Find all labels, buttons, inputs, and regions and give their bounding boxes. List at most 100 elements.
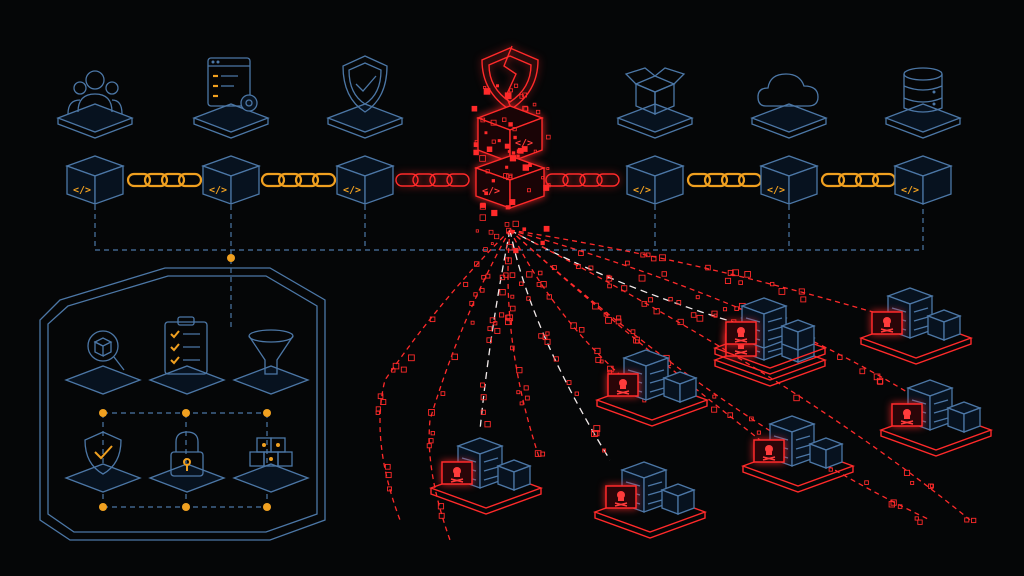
particle	[621, 285, 628, 292]
particle	[428, 409, 435, 416]
particle	[480, 202, 486, 208]
broken-shield-icon	[481, 45, 539, 111]
particle	[494, 327, 501, 334]
particle	[695, 295, 700, 300]
particle	[521, 146, 528, 152]
particle	[543, 225, 550, 232]
particle	[522, 164, 529, 171]
particle	[647, 297, 654, 303]
particle	[917, 519, 923, 525]
particle	[770, 281, 775, 287]
particle	[778, 288, 786, 295]
particle	[625, 260, 630, 266]
chain-links-red	[395, 173, 620, 187]
particle	[594, 347, 601, 355]
particle	[429, 316, 436, 323]
particle	[463, 281, 469, 287]
particle	[377, 393, 384, 400]
particle	[526, 296, 531, 301]
particle	[408, 354, 415, 362]
city-building-icon	[858, 287, 974, 365]
particle	[484, 131, 488, 135]
apartment-icon	[594, 349, 710, 427]
particle	[522, 227, 527, 232]
particle	[504, 222, 510, 227]
particle	[391, 368, 396, 373]
platform-security	[326, 103, 404, 139]
particle	[756, 430, 761, 435]
chain-links-orange-left	[126, 172, 337, 188]
skull-warning-icon	[605, 485, 637, 509]
particle	[928, 483, 934, 489]
code-glyph: </>	[482, 186, 500, 197]
particle	[859, 368, 866, 375]
particle	[640, 252, 646, 258]
particle	[533, 149, 537, 153]
particle	[505, 314, 511, 321]
particle	[650, 255, 657, 262]
particle	[616, 315, 622, 321]
particle	[538, 333, 544, 339]
particle	[722, 307, 728, 312]
particle	[506, 173, 513, 181]
particle	[607, 283, 612, 289]
particle	[490, 242, 494, 246]
connector-dot	[227, 254, 235, 262]
particle	[668, 296, 673, 302]
particle	[603, 312, 608, 317]
particle	[430, 431, 435, 436]
particle	[503, 272, 509, 278]
particle	[504, 92, 512, 100]
particle	[516, 390, 521, 395]
controls-panel	[39, 267, 326, 541]
chain-links-orange-right	[686, 172, 897, 188]
particle	[493, 321, 498, 326]
red-particles	[375, 83, 977, 525]
particle	[486, 337, 492, 343]
affected-targets	[428, 287, 994, 539]
particle	[471, 105, 478, 112]
particle	[738, 280, 743, 285]
particle	[504, 143, 510, 149]
compromised-chain-block: </>	[473, 155, 547, 209]
particle	[493, 233, 500, 240]
particle	[727, 412, 734, 418]
particle	[971, 517, 977, 524]
particle	[484, 191, 489, 196]
particle	[509, 305, 516, 312]
particle	[615, 318, 622, 325]
particle	[553, 356, 559, 362]
factory-icon	[878, 379, 994, 457]
particle	[519, 94, 524, 99]
particle	[724, 277, 732, 284]
particle	[633, 336, 640, 344]
particle	[540, 240, 545, 246]
particle	[473, 142, 479, 147]
particle	[798, 288, 805, 295]
particle	[536, 282, 542, 287]
particle	[499, 312, 505, 318]
particle	[543, 184, 550, 191]
particle	[483, 88, 491, 95]
particle	[505, 165, 509, 169]
particle	[524, 395, 530, 401]
particle	[532, 102, 537, 107]
particle	[375, 410, 380, 415]
particle	[473, 292, 478, 297]
particle	[551, 265, 557, 271]
code-glyph: </>	[209, 185, 227, 196]
particle	[546, 167, 550, 170]
chain-code-blocks: </></></></></></>	[65, 155, 953, 205]
code-glyph: </>	[633, 185, 651, 196]
particle	[749, 416, 754, 422]
particle	[607, 365, 614, 373]
particle	[510, 345, 515, 351]
skull-warning-icon	[607, 373, 639, 397]
particle	[512, 127, 517, 132]
particle	[473, 149, 479, 156]
particle	[491, 139, 496, 144]
particle	[480, 117, 486, 123]
blocks-icon	[232, 437, 310, 493]
database-icon	[903, 67, 943, 113]
